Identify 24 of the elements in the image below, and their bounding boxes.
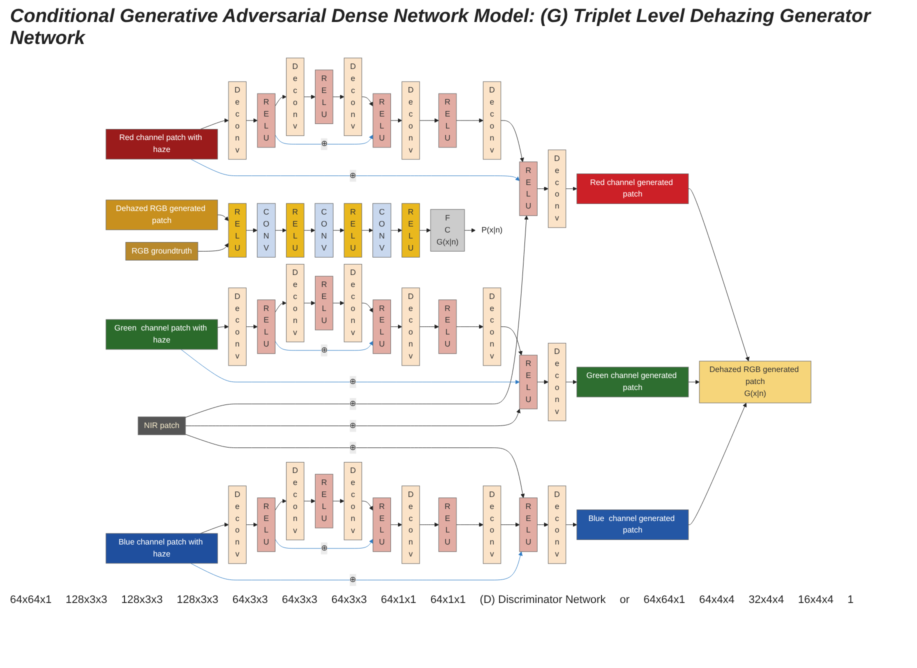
arrow: [185, 215, 529, 418]
arrow: [274, 340, 374, 351]
dimension-label: 64x3x3: [232, 594, 268, 606]
dimension-label: 1: [848, 594, 854, 606]
dimension-label: 128x3x3: [121, 594, 163, 606]
dimension-label: 64x1x1: [430, 594, 466, 606]
dimension-label: 64x3x3: [331, 594, 367, 606]
diagram-title: Conditional Generative Adversarial Dense Network Model: (G) Triplet Level Dehazing Generator Network: [10, 6, 872, 50]
dimension-label: (D) Discriminator Network: [480, 594, 606, 606]
dimension-label: or: [620, 594, 630, 606]
arrow: [304, 498, 316, 504]
arrow: [456, 522, 484, 527]
dimension-label: 128x3x3: [66, 594, 108, 606]
arrow: [332, 94, 344, 100]
dimension-label: 64x4x4: [699, 594, 735, 606]
dimension-label: 64x3x3: [282, 594, 318, 606]
dimension-label: 32x4x4: [748, 594, 784, 606]
arrow: [688, 380, 700, 384]
dimension-label: 64x64x1: [643, 594, 686, 606]
dimension-label: 16x4x4: [798, 594, 834, 606]
dimension-label: 64x64x1: [10, 594, 52, 606]
dimension-label: 64x1x1: [380, 594, 416, 606]
dimension-label: 128x3x3: [176, 594, 218, 606]
arrow: [332, 300, 344, 306]
